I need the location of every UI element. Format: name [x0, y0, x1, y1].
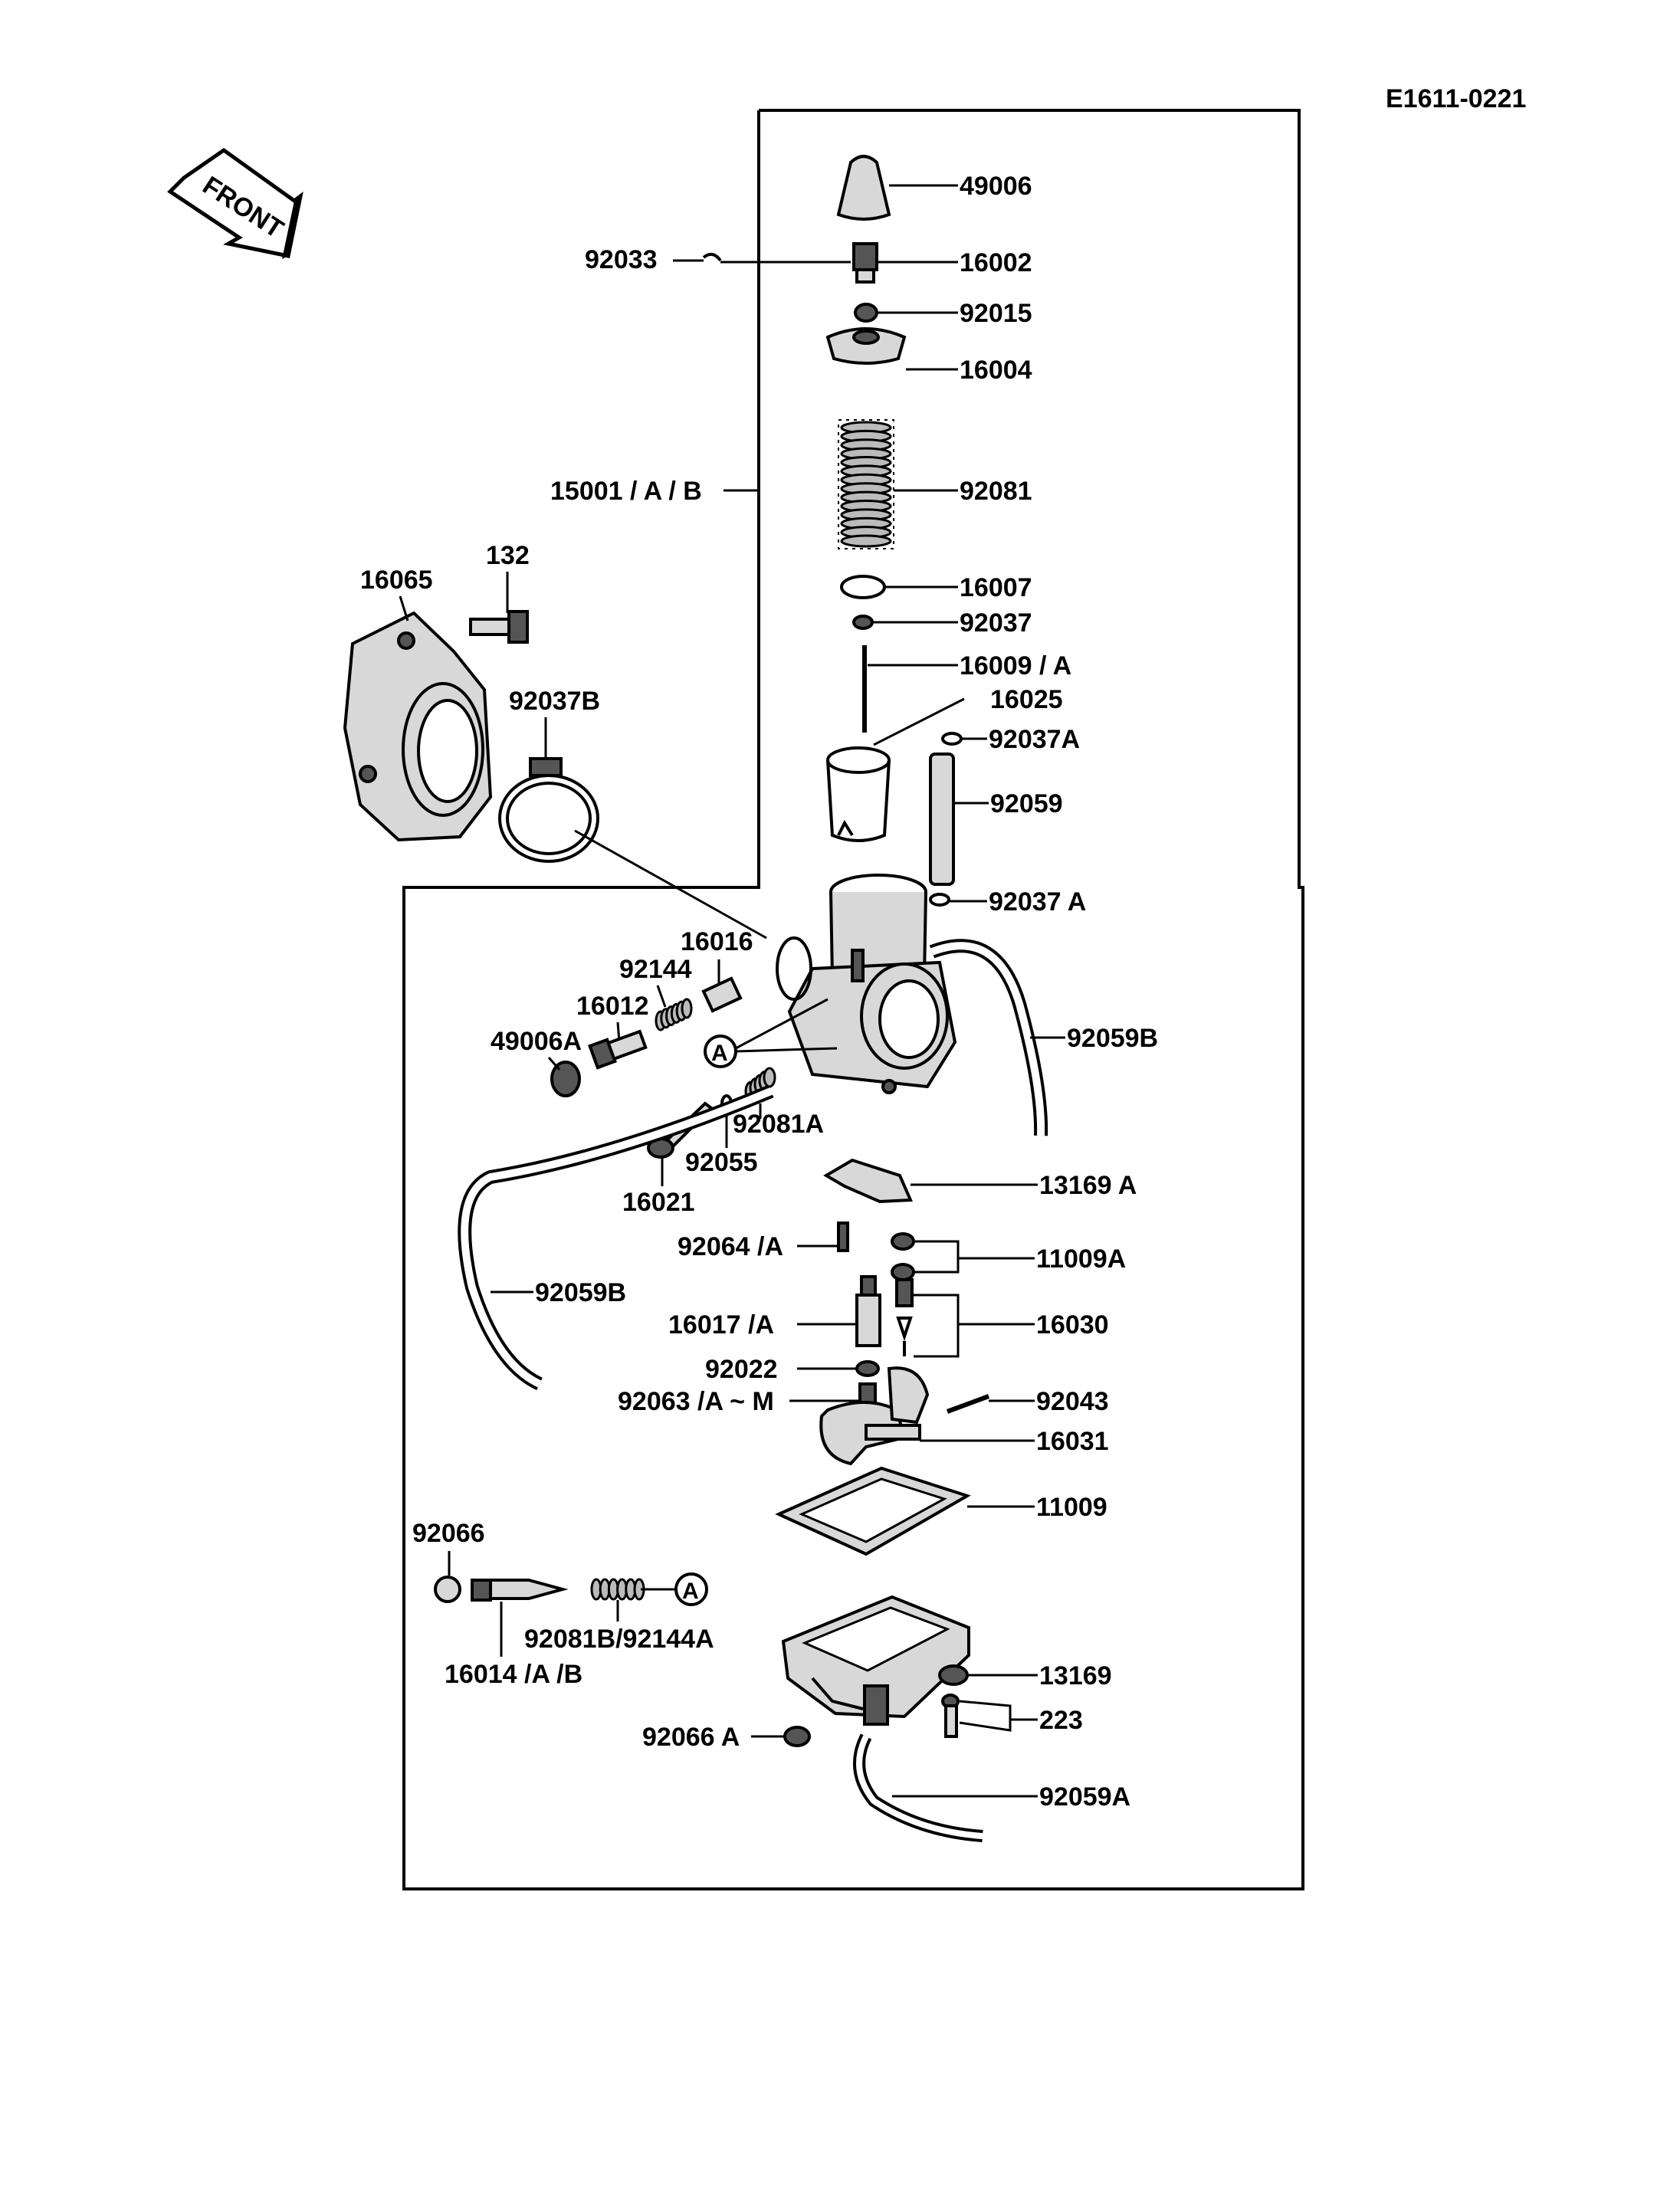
part-label-16012: 16012	[576, 992, 649, 1021]
plunger-cap-rubber-part	[550, 1061, 581, 1097]
float-part	[819, 1366, 930, 1466]
starter-plunger-part	[701, 976, 743, 1013]
part-label-92081: 92081	[960, 477, 1032, 506]
intake-manifold-part	[343, 611, 493, 842]
part-label-92066A: 92066 A	[642, 1723, 740, 1752]
svg-text:A: A	[711, 1041, 728, 1066]
mounting-bolt-part	[469, 610, 529, 644]
needle-clip-part	[852, 615, 874, 630]
part-label-92063: 92063 /A ~ M	[618, 1387, 774, 1416]
part-label-92059: 92059	[990, 789, 1063, 818]
part-label-16017: 16017 /A	[668, 1310, 774, 1340]
part-label-92037A-bottom: 92037 A	[989, 887, 1086, 917]
part-label-49006A: 49006A	[491, 1027, 582, 1056]
air-screw-spring-part	[590, 1578, 645, 1601]
part-label-92037A-top: 92037A	[989, 725, 1080, 754]
rubber-cap-part	[836, 155, 891, 221]
vent-tube-part	[929, 753, 955, 886]
part-label-92059B-right: 92059B	[1067, 1024, 1158, 1053]
part-label-11009A: 11009A	[1036, 1244, 1126, 1274]
carburetor-body-part	[776, 874, 957, 1094]
hose-clamp-part	[498, 757, 599, 863]
part-label-13169A: 13169 A	[1039, 1171, 1137, 1200]
part-label-92059A: 92059A	[1039, 1782, 1130, 1812]
part-label-16016: 16016	[681, 927, 753, 956]
part-label-132: 132	[486, 541, 530, 570]
part-label-49006: 49006	[960, 172, 1032, 201]
part-label-92081A: 92081A	[733, 1110, 824, 1139]
part-label-16025: 16025	[990, 685, 1063, 714]
part-label-16014: 16014 /A /B	[445, 1660, 582, 1689]
float-bowl-part	[781, 1595, 970, 1726]
callout-a-bottom: A	[674, 1572, 708, 1606]
part-label-92037: 92037	[960, 608, 1032, 638]
throttle-spring-part	[838, 419, 894, 549]
part-label-16009: 16009 / A	[960, 651, 1071, 680]
part-label-16004: 16004	[960, 356, 1032, 385]
float-pin-part	[946, 1394, 990, 1414]
part-label-92033: 92033	[585, 245, 658, 274]
pilot-air-screw-part	[471, 1579, 569, 1602]
part-label-16065: 16065	[360, 566, 433, 595]
part-label-92064: 92064 /A	[678, 1232, 783, 1261]
nut-part	[854, 303, 878, 323]
gasket-ring-lower-part	[891, 1263, 915, 1281]
part-label-16007: 16007	[960, 573, 1032, 602]
drain-seal-part	[938, 1664, 969, 1686]
svg-text:A: A	[682, 1579, 699, 1604]
throttle-valve-part	[826, 746, 891, 842]
plunger-cap-part	[588, 1029, 648, 1070]
callout-a-top: A	[704, 1035, 737, 1068]
part-label-16030: 16030	[1036, 1310, 1109, 1340]
part-label-92043: 92043	[1036, 1387, 1109, 1416]
part-label-223: 223	[1039, 1706, 1083, 1735]
part-label-16031: 16031	[1036, 1427, 1109, 1456]
part-label-16002: 16002	[960, 248, 1032, 277]
part-label-92059B-left: 92059B	[535, 1278, 626, 1307]
part-label-92144: 92144	[619, 955, 692, 984]
plunger-spring-part	[655, 998, 693, 1031]
part-label-92015: 92015	[960, 299, 1032, 328]
plug-part	[434, 1576, 461, 1603]
top-cap-part	[825, 327, 907, 365]
part-label-92055: 92055	[685, 1148, 758, 1177]
part-label-13169: 13169	[1039, 1661, 1112, 1690]
drain-plug-part	[783, 1726, 811, 1747]
part-label-15001: 15001 / A / B	[550, 477, 702, 506]
spring-seat-part	[840, 575, 886, 599]
float-valve-part	[895, 1278, 914, 1356]
clip-part	[702, 252, 722, 262]
bowl-screw-part	[941, 1694, 960, 1738]
part-label-92066: 92066	[412, 1519, 485, 1548]
screw-92064-part	[837, 1221, 849, 1252]
needle-jet-holder-part	[855, 1275, 881, 1347]
float-bowl-gasket-part	[775, 1466, 971, 1556]
cable-adjuster-part	[852, 242, 878, 284]
part-label-92037B: 92037B	[509, 687, 600, 716]
part-label-92081B: 92081B/92144A	[524, 1625, 714, 1654]
gasket-ring-upper-part	[891, 1232, 915, 1251]
part-label-16021: 16021	[622, 1188, 695, 1217]
part-label-11009: 11009	[1036, 1493, 1107, 1522]
part-label-92022: 92022	[705, 1355, 778, 1384]
assembly-frame	[402, 109, 1304, 1890]
washer-part	[855, 1360, 880, 1377]
plate-part	[823, 1158, 913, 1204]
diagram-code: E1611-0221	[1386, 84, 1526, 113]
front-arrow-icon: FRONT	[167, 147, 304, 259]
